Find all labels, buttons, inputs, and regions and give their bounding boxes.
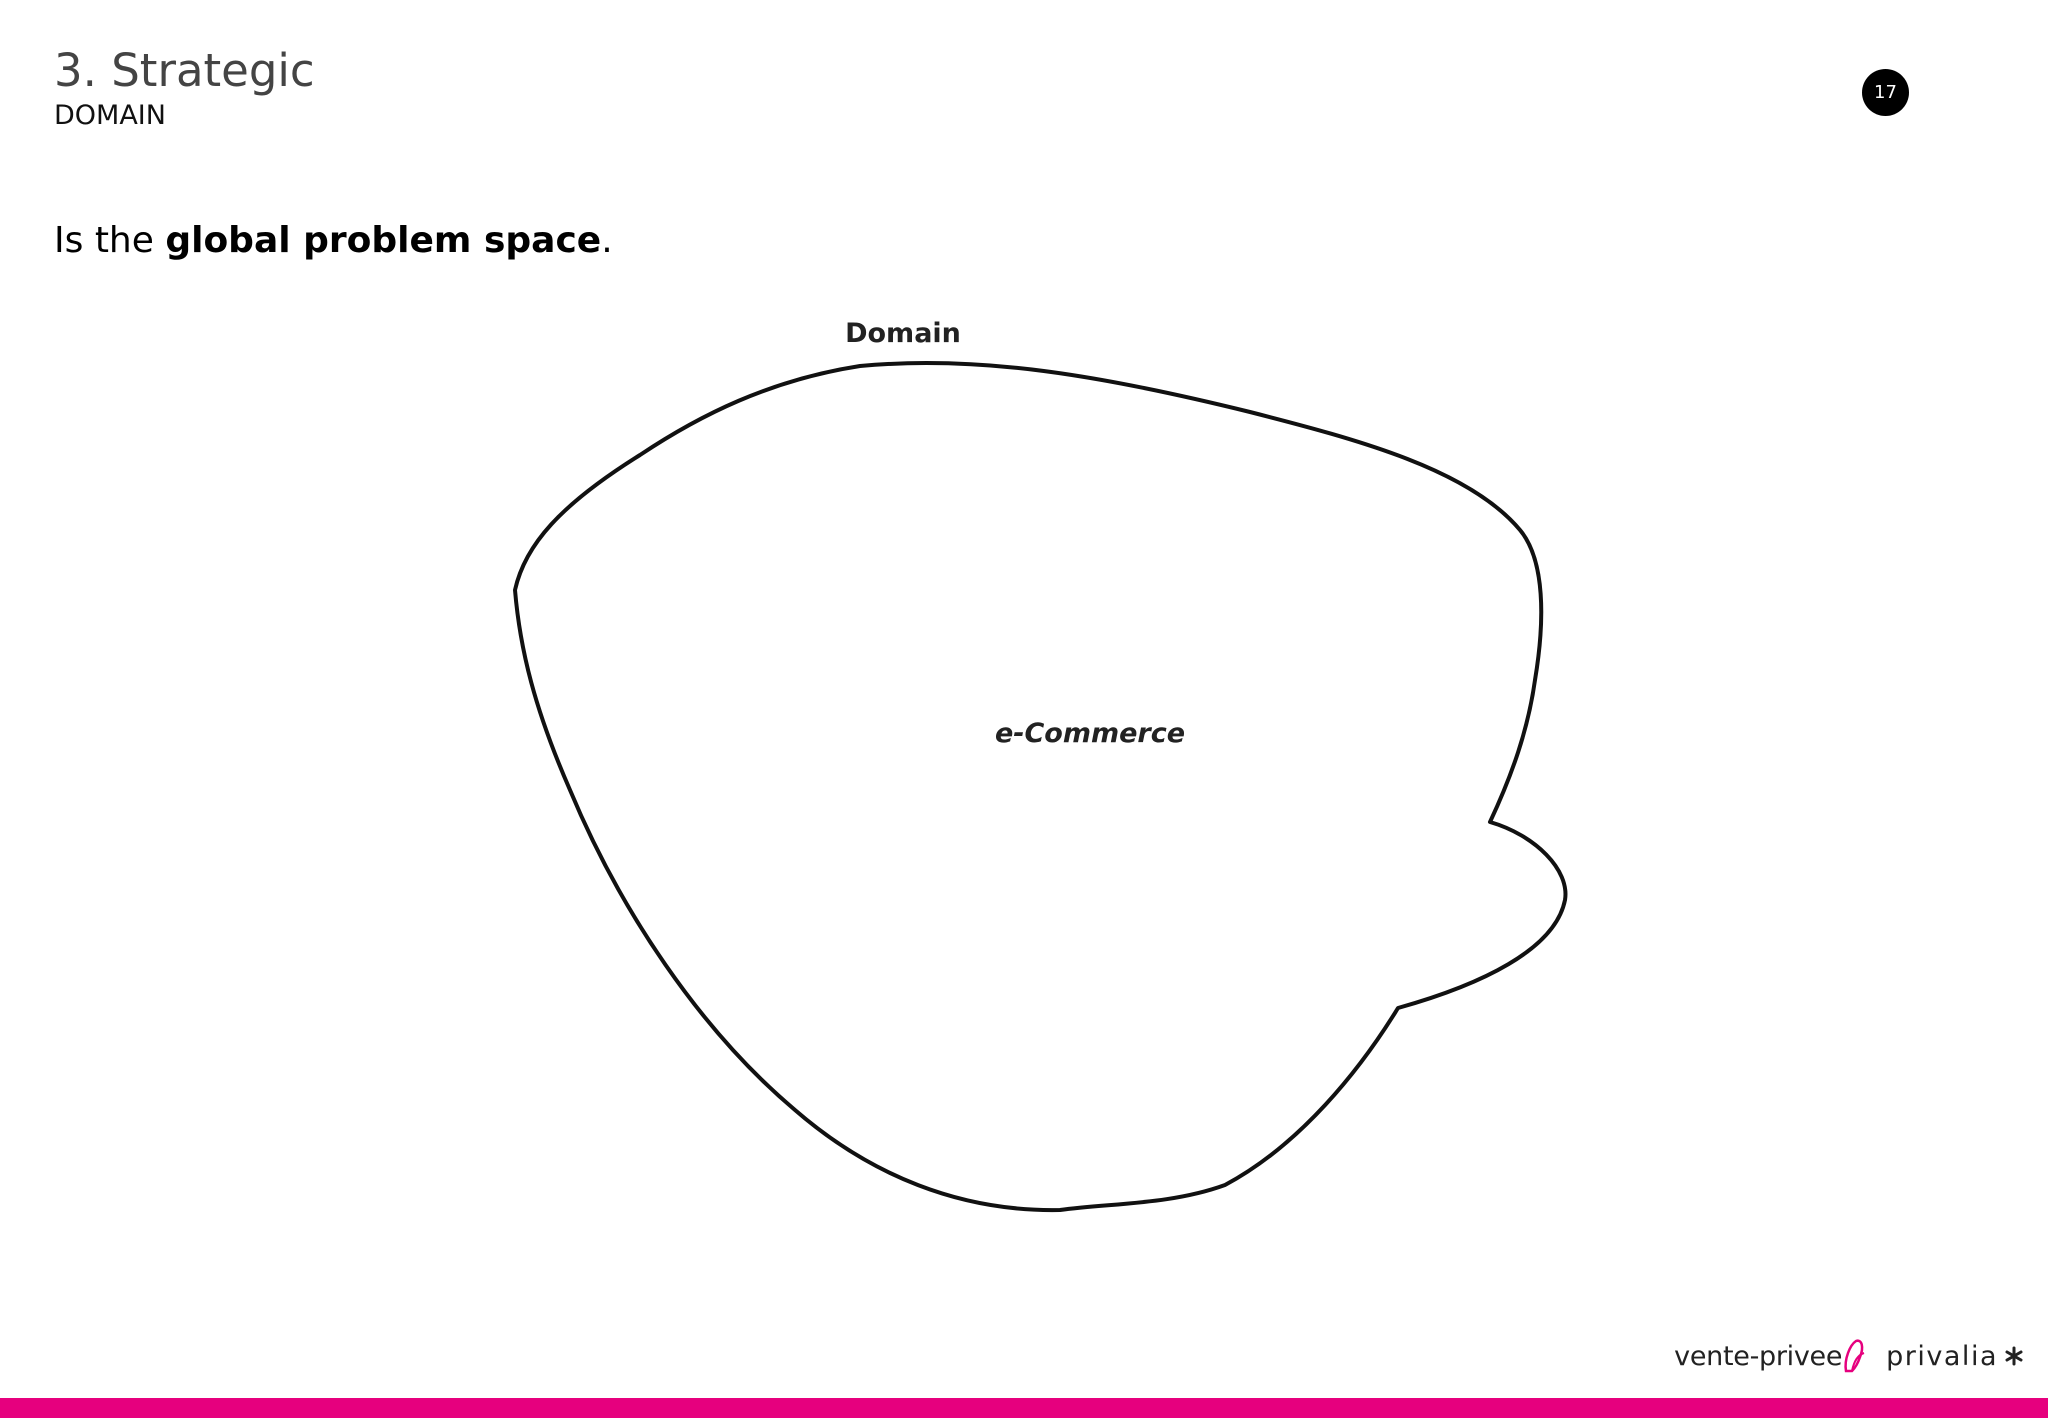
domain-diagram: Domain e-Commerce — [513, 318, 1568, 1213]
logo-privalia-text: privalia — [1886, 1340, 1998, 1372]
butterfly-icon — [1844, 1339, 1865, 1373]
footer-accent-bar — [0, 1398, 2048, 1418]
domain-boundary — [513, 361, 1568, 1213]
ecommerce-label: e-Commerce — [995, 718, 1185, 749]
logo-privalia: privalia — [1886, 1341, 2024, 1372]
page-title: 3. Strategic — [54, 44, 315, 97]
logo-vente-privee: vente-privee — [1674, 1337, 1868, 1375]
lead-suffix: . — [601, 220, 613, 261]
page-subtitle: DOMAIN — [54, 100, 166, 131]
logo-vente-privee-text: vente-privee — [1674, 1340, 1843, 1372]
lead-bold: global problem space — [165, 220, 602, 261]
lead-sentence: Is the global problem space. — [54, 220, 613, 261]
lead-prefix: Is the — [54, 220, 166, 261]
footer-logos: vente-privee privalia — [1674, 1328, 2024, 1384]
domain-label: Domain — [845, 318, 961, 349]
page-number-badge: 17 — [1862, 69, 1909, 116]
asterisk-icon — [2005, 1346, 2023, 1366]
